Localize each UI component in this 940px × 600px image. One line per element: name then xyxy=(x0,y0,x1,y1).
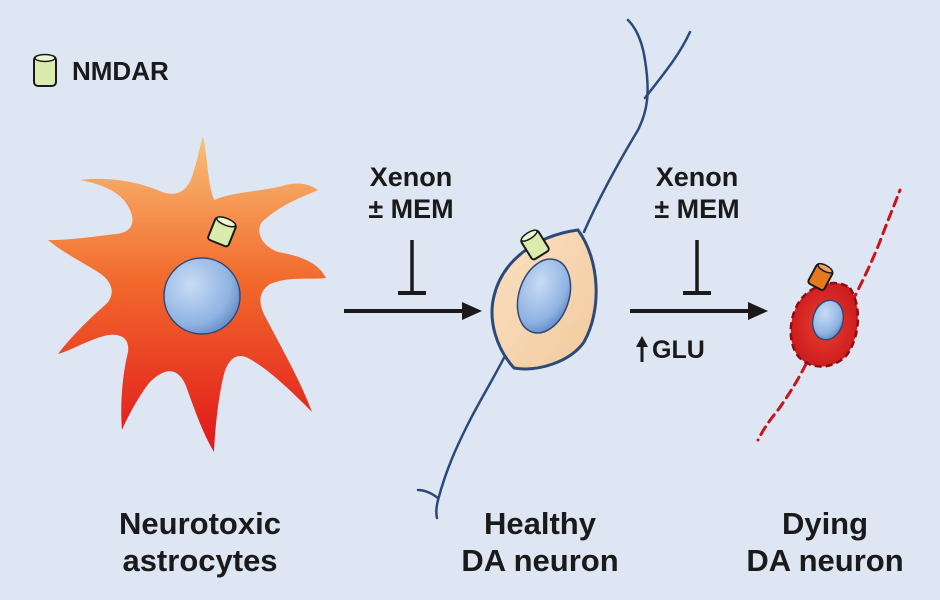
treatment-label-1: Xenon ± MEM xyxy=(348,162,474,226)
inhibition-symbol-2 xyxy=(683,240,711,295)
treatment-label-2: Xenon ± MEM xyxy=(634,162,760,226)
nmdar-legend-label: NMDAR xyxy=(72,56,169,86)
treatment-1-line2: ± MEM xyxy=(368,193,454,224)
astrocyte-nucleus xyxy=(163,257,241,335)
astrocyte-label-line2: astrocytes xyxy=(122,542,278,578)
healthy-label-line2: DA neuron xyxy=(461,542,619,578)
healthy-label-line1: Healthy xyxy=(484,506,596,541)
glu-label: GLU xyxy=(652,336,705,364)
dying-neuron-neurites xyxy=(756,188,902,442)
healthy-nucleus xyxy=(516,258,572,334)
arrow-2 xyxy=(630,302,768,320)
dying-nucleus xyxy=(811,299,845,341)
astrocyte-label: Neurotoxic astrocytes xyxy=(80,506,320,579)
nmdar-legend-icon xyxy=(33,53,57,87)
dying-label-line1: Dying xyxy=(781,506,869,541)
healthy-neuron-label: Healthy DA neuron xyxy=(430,506,650,579)
glu-up-arrow-icon xyxy=(636,336,648,362)
dying-nmdar-icon xyxy=(807,262,834,291)
treatment-1-line1: Xenon xyxy=(369,162,453,192)
neurotoxic-astrocyte xyxy=(48,136,326,452)
arrow-1 xyxy=(344,302,482,320)
dying-label-line2: DA neuron xyxy=(746,542,904,578)
inhibition-symbol-1 xyxy=(398,240,426,295)
dying-neuron-label: Dying DA neuron xyxy=(720,506,930,579)
healthy-da-neuron xyxy=(490,228,598,371)
dying-da-neuron xyxy=(789,262,860,368)
healthy-neuron-neurites xyxy=(416,18,692,520)
treatment-2-line1: Xenon xyxy=(655,162,739,192)
healthy-nmdar-icon xyxy=(520,229,550,261)
treatment-2-line2: ± MEM xyxy=(654,193,740,224)
astrocyte-nmdar-icon xyxy=(207,216,237,248)
astrocyte-label-line1: Neurotoxic xyxy=(119,506,281,541)
